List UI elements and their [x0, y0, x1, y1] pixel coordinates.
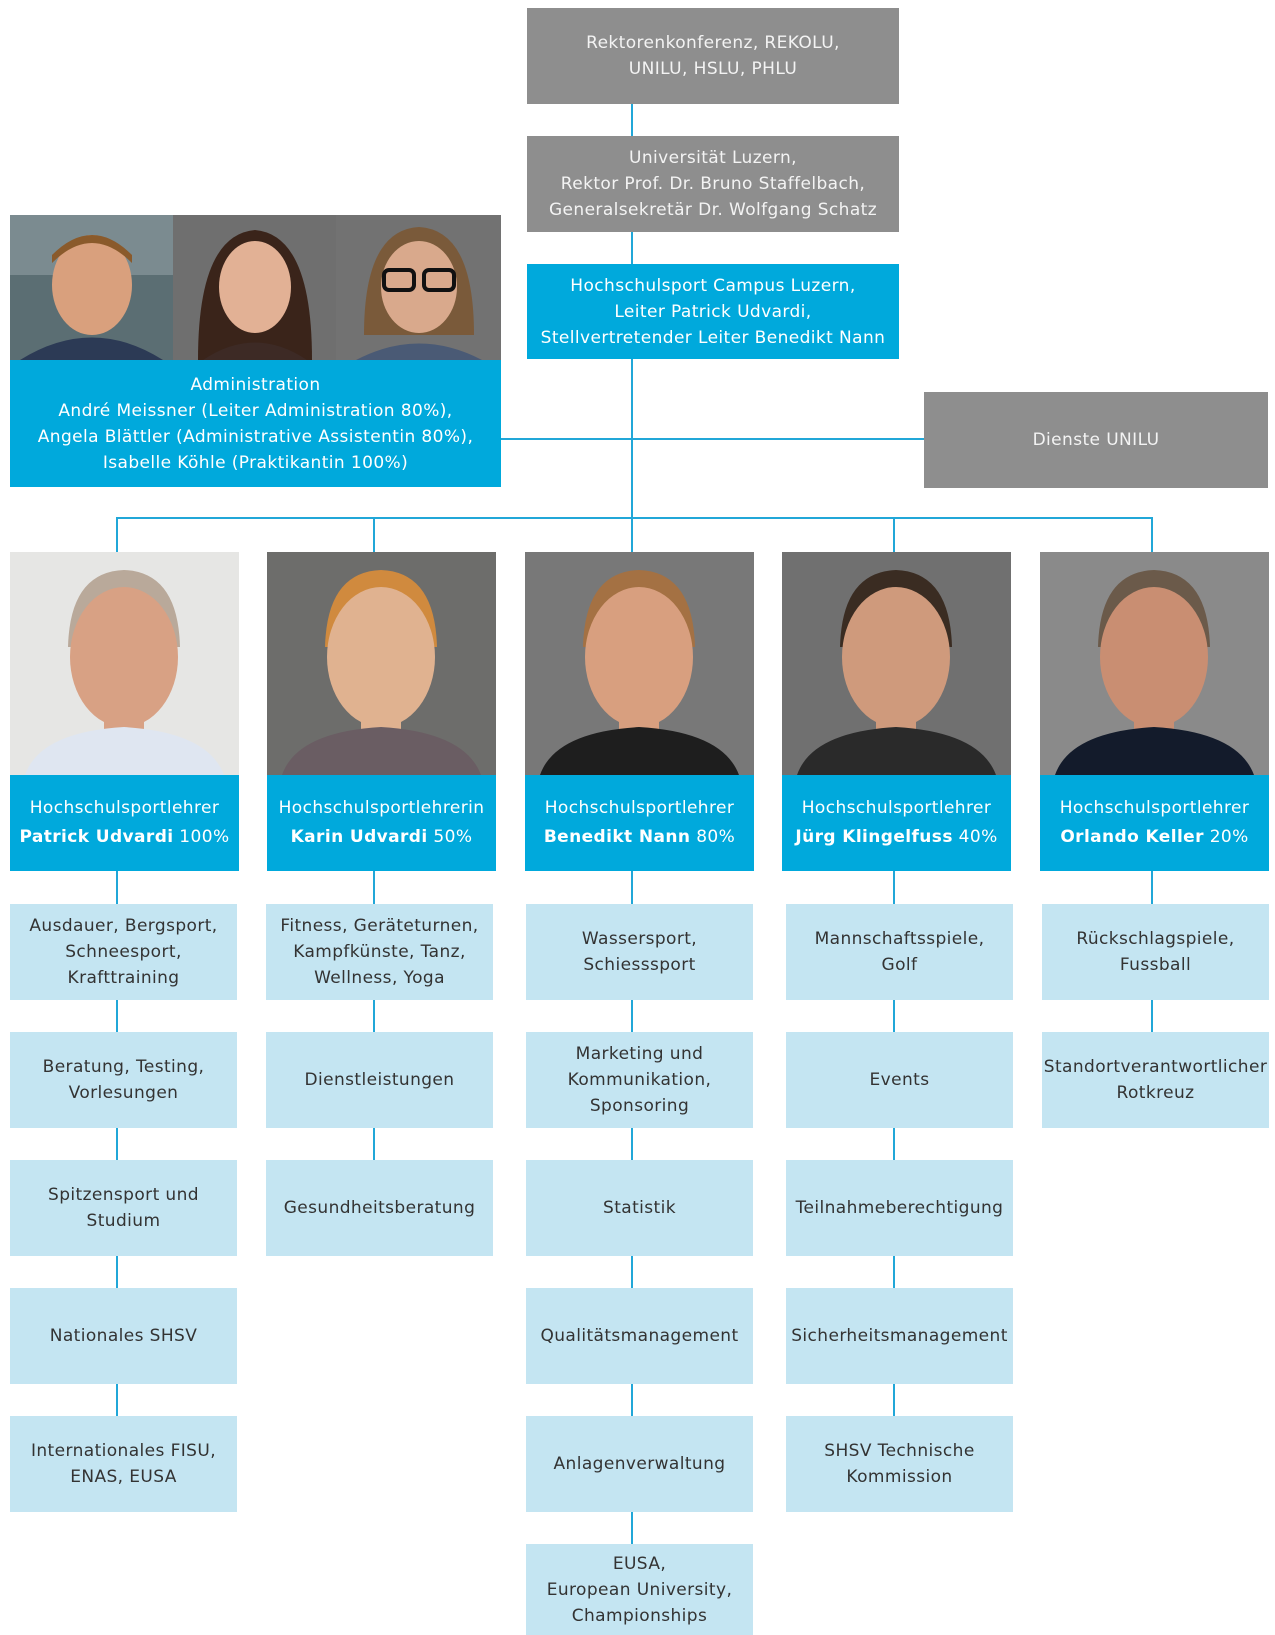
task-box: Mannschaftsspiele, Golf: [786, 904, 1013, 1000]
teacher-name-line: Benedikt Nann 80%: [544, 823, 735, 852]
task-box: Teilnahmeberechtigung: [786, 1160, 1013, 1256]
connector-line: [893, 871, 895, 1416]
teacher-name: Benedikt Nann: [543, 827, 691, 847]
connector-line: [631, 104, 633, 136]
task-box: Ausdauer, Bergsport, Schneesport, Kraftt…: [10, 904, 237, 1000]
teacher-photo: [1040, 552, 1269, 775]
task-box: Standortverantwortlicher Rotkreuz: [1042, 1032, 1269, 1128]
teacher-percent: 50%: [427, 827, 473, 847]
connector-line: [116, 517, 1152, 519]
administration-photo-3: [336, 215, 501, 360]
task-box: Events: [786, 1032, 1013, 1128]
connector-line: [1151, 517, 1153, 552]
task-box: Statistik: [526, 1160, 753, 1256]
connector-line: [116, 871, 118, 1416]
task-box: Gesundheitsberatung: [266, 1160, 493, 1256]
teacher-photo: [267, 552, 496, 775]
teacher-role: Hochschulsportlehrer: [29, 798, 220, 818]
connector-line: [373, 517, 375, 552]
task-box: Beratung, Testing, Vorlesungen: [10, 1032, 237, 1128]
teacher-name: Jürg Klingelfuss: [795, 827, 953, 847]
dienste-unilu-box: Dienste UNILU: [924, 392, 1268, 488]
hochschulsport-box: Hochschulsport Campus Luzern, Leiter Pat…: [527, 264, 899, 359]
teacher-name-line: Orlando Keller 20%: [1060, 823, 1248, 852]
universitaet-box: Universität Luzern, Rektor Prof. Dr. Bru…: [527, 136, 899, 232]
teacher-name-line: Patrick Udvardi 100%: [19, 823, 229, 852]
task-box: Marketing und Kommunikation, Sponsoring: [526, 1032, 753, 1128]
teacher-percent: 80%: [690, 827, 736, 847]
task-box: Qualitätsmanagement: [526, 1288, 753, 1384]
teacher-name-line: Jürg Klingelfuss 40%: [795, 823, 997, 852]
connector-line: [373, 871, 375, 1160]
connector-line: [116, 517, 118, 552]
teacher-role: Hochschulsportlehrer: [801, 798, 992, 818]
task-box: Fitness, Geräteturnen, Kampfkünste, Tanz…: [266, 904, 493, 1000]
connector-line: [500, 438, 924, 440]
teacher-photo: [525, 552, 754, 775]
administration-photo-2: [173, 215, 336, 360]
teacher-role: Hochschulsportlehrer: [544, 798, 735, 818]
task-box: Dienstleistungen: [266, 1032, 493, 1128]
teacher-percent: 20%: [1203, 827, 1249, 847]
task-box: Internationales FISU, ENAS, EUSA: [10, 1416, 237, 1512]
task-box: Sicherheitsmanagement: [786, 1288, 1013, 1384]
task-box: SHSV Technische Kommission: [786, 1416, 1013, 1512]
task-box: Anlagenverwaltung: [526, 1416, 753, 1512]
teacher-percent: 100%: [173, 827, 230, 847]
teacher-name-line: Karin Udvardi 50%: [291, 823, 473, 852]
teacher-percent: 40%: [952, 827, 998, 847]
task-box: Spitzensport und Studium: [10, 1160, 237, 1256]
connector-line: [631, 359, 633, 552]
teacher-name: Karin Udvardi: [290, 827, 428, 847]
task-box: Nationales SHSV: [10, 1288, 237, 1384]
teacher-photo: [10, 552, 239, 775]
connector-line: [893, 517, 895, 552]
connector-line: [631, 232, 633, 264]
administration-photo-1: [10, 215, 173, 360]
teacher-role: Hochschulsportlehrerin: [278, 798, 485, 818]
teacher-role: Hochschulsportlehrer: [1059, 798, 1250, 818]
rektorenkonferenz-box: Rektorenkonferenz, REKOLU, UNILU, HSLU, …: [527, 8, 899, 104]
administration-box: Administration André Meissner (Leiter Ad…: [10, 360, 501, 487]
task-box: EUSA, European University, Championships: [526, 1544, 753, 1635]
task-box: Rückschlagspiele, Fussball: [1042, 904, 1269, 1000]
task-box: Wassersport, Schiesssport: [526, 904, 753, 1000]
teacher-name: Orlando Keller: [1060, 827, 1204, 847]
teacher-photo: [782, 552, 1011, 775]
teacher-name: Patrick Udvardi: [19, 827, 174, 847]
